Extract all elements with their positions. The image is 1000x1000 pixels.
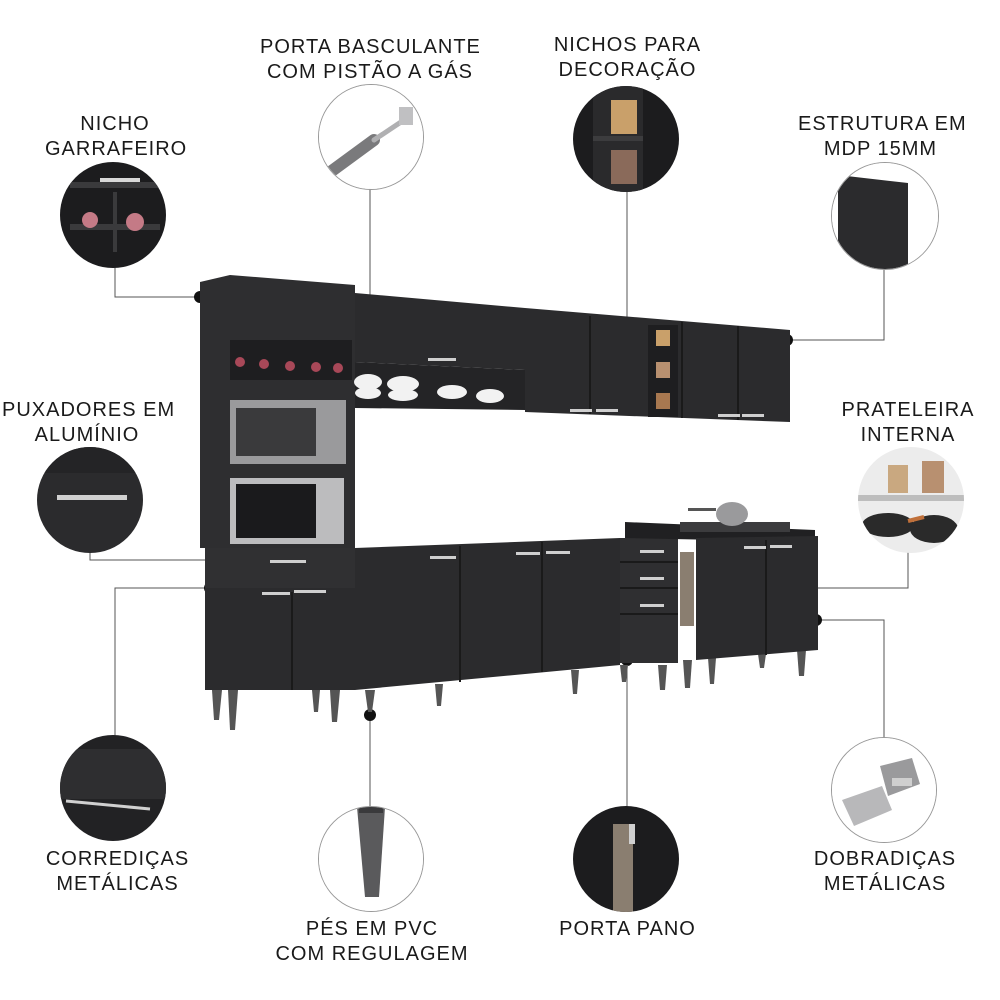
label-prateleira: PRATELEIRA INTERNA: [841, 399, 975, 446]
label-nichos-decoracao: NICHOS PARA DECORAÇÃO: [553, 34, 702, 81]
aluminum-handle-icon: [37, 447, 143, 553]
label-porta-basculante: PORTA BASCULANTE COM PISTÃO A GÁS: [260, 36, 481, 83]
inner-shelf-icon: [858, 447, 964, 553]
gas-piston-icon: [318, 84, 424, 190]
label-estrutura-mdp: ESTRUTURA EM MDP 15MM: [798, 113, 967, 160]
towel-holder-icon: [573, 806, 679, 912]
mdp-panel-icon: [831, 162, 939, 270]
label-dobradicas: DOBRADIÇAS METÁLICAS: [813, 848, 957, 895]
label-corredicas: CORREDIÇAS METÁLICAS: [45, 848, 190, 895]
wine-rack-icon: [60, 162, 166, 268]
label-pes-pvc: PÉS EM PVC COM REGULAGEM: [275, 918, 469, 965]
label-porta-pano: PORTA PANO: [559, 918, 696, 940]
metal-hinge-icon: [831, 737, 937, 843]
pvc-foot-icon: [318, 806, 424, 912]
label-puxadores: PUXADORES EM ALUMÍNIO: [2, 399, 176, 446]
label-nicho-garrafeiro: NICHO GARRAFEIRO: [45, 113, 188, 160]
decor-niche-icon: [573, 86, 679, 192]
metal-slide-icon: [60, 735, 166, 841]
